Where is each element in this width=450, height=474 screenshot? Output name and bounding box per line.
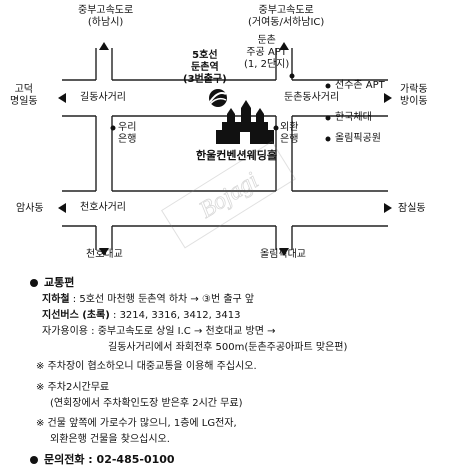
contact-phone: 문의전화 : 02-485-0100 (30, 453, 175, 467)
label-cheonho-bridge: 천호대교 (86, 249, 123, 260)
bullet-icon (30, 456, 38, 464)
car-line-2: 길동사거리에서 좌회전후 500m(둔촌주공아파트 맞은편) (108, 342, 348, 353)
label-venue: 한울컨벤션웨딩홀 (196, 149, 277, 162)
subway-line: 지하철 : 5호선 마천행 둔촌역 하차 → ③번 출구 앞 (42, 294, 255, 305)
label-korea-pe-univ: 한국체대 (335, 112, 372, 123)
label-dunchon-apt: 둔촌 주공 APT (1, 2단지) (244, 35, 290, 70)
arrow-down-icon (279, 248, 289, 256)
note-building: ※ 건물 앞쪽에 가로수가 많으니, 1층에 LG전자, (36, 418, 237, 429)
olympic-park-marker (325, 136, 331, 142)
car-line-1: 자가용이용 : 중부고속도로 상일 I.C → 천호대교 방면 → (42, 326, 276, 337)
label-seonsuchon-apt: 선수촌 APT (335, 80, 385, 91)
arrow-up-icon (279, 42, 289, 50)
note-free-parking: ※ 주차2시간무료 (36, 382, 110, 393)
road-right-vertical (275, 48, 293, 250)
road-arrows (58, 42, 392, 256)
label-woori-bank: 우리 은행 (118, 122, 137, 145)
label-station: 5호선 둔촌역 (3번출구) (183, 50, 227, 85)
label-olympic-bridge: 올림픽대교 (260, 249, 306, 260)
subway-station-icon (209, 89, 227, 107)
label-olympic-park: 올림픽공원 (335, 133, 381, 144)
label-cheonho-intersection: 천호사거리 (80, 202, 126, 213)
bullet-icon (30, 279, 38, 287)
arrow-up-icon (99, 42, 109, 50)
road-label-top-right: 중부고속도로 (거여동/서하남IC) (248, 5, 325, 28)
transport-section-title: 교통편 (30, 276, 74, 290)
road-label-top-left: 중부고속도로 (하남시) (78, 5, 134, 28)
svg-text:Bojagi: Bojagi (195, 168, 263, 224)
arrow-left-icon (58, 203, 66, 213)
label-garak: 가락동 방이동 (400, 84, 428, 107)
label-amsa: 암사동 (16, 203, 44, 214)
apt-marker (289, 73, 295, 79)
arrow-right-icon (384, 203, 392, 213)
kexim-bank-marker (273, 125, 279, 131)
label-gildong-intersection: 길동사거리 (80, 92, 126, 103)
arrow-left-icon (58, 93, 66, 103)
road-left-vertical (95, 48, 113, 250)
label-dunchon-intersection: 둔촌동사거리 (284, 92, 340, 103)
woori-bank-marker (110, 125, 116, 131)
label-kexim-bank: 외환 은행 (280, 122, 299, 145)
note-building-detail: 외환은행 건물을 찾으십시오. (50, 434, 170, 445)
venue-building-icon (216, 100, 274, 144)
label-godeok: 고덕 명일동 (10, 84, 38, 107)
seonsuchon-marker (325, 83, 331, 89)
label-jamsil: 잠실동 (398, 203, 426, 214)
arrow-right-icon (384, 93, 392, 103)
bus-line: 지선버스 (초록) : 3214, 3316, 3412, 3413 (42, 310, 241, 321)
pe-univ-marker (325, 115, 331, 121)
road-lower-horizontal (62, 190, 388, 227)
note-parking: ※ 주차장이 협소하오니 대중교통을 이용해 주십시오. (36, 361, 257, 372)
area-map: Bojagi (58, 42, 392, 256)
note-free-parking-detail: (연회장에서 주차확인도장 받은후 2시간 무료) (50, 398, 243, 409)
arrow-down-icon (99, 248, 109, 256)
road-upper-horizontal (62, 79, 388, 117)
